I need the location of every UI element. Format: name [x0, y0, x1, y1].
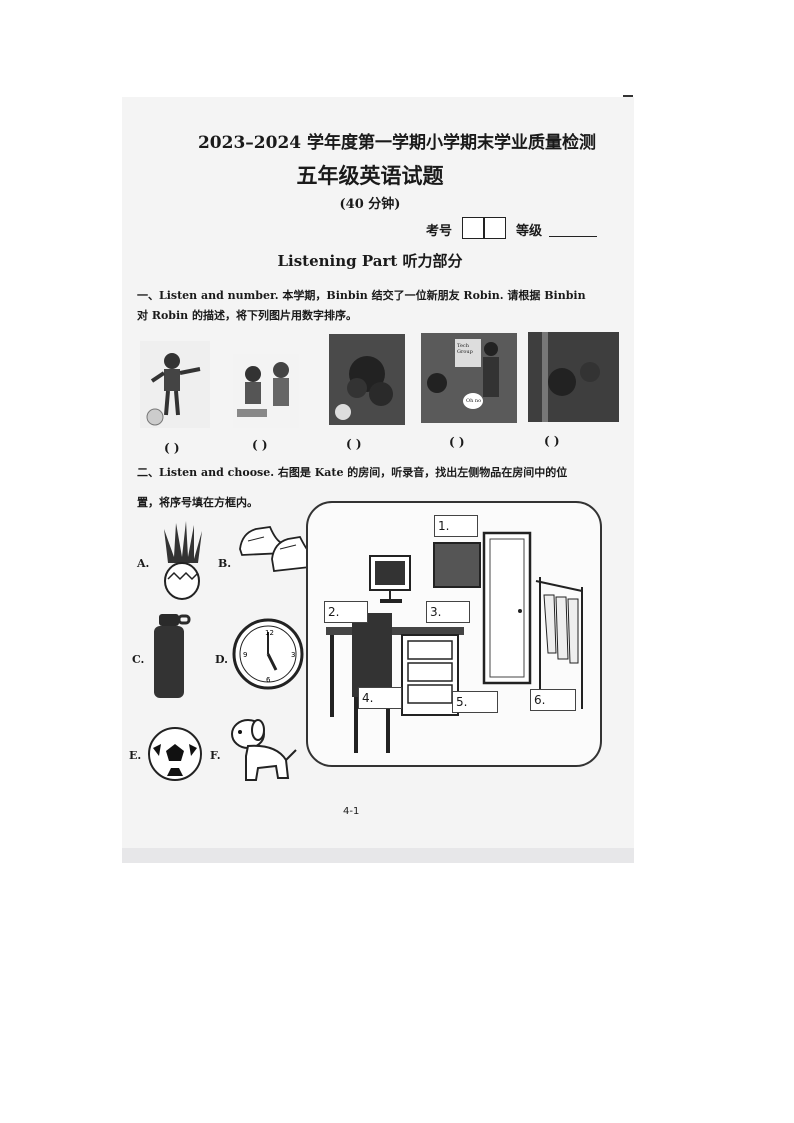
option-c-letter: C.	[132, 653, 145, 666]
answer-paren-5[interactable]: ( )	[544, 434, 560, 448]
answer-paren-1[interactable]: ( )	[164, 441, 180, 455]
question-1-instruction-line-2: 对 Robin 的描述，将下列图片用数字排序。	[137, 309, 358, 322]
option-e-letter: E.	[129, 749, 142, 762]
answer-paren-3[interactable]: ( )	[346, 437, 362, 451]
option-d-letter: D.	[215, 653, 228, 666]
room-label-2[interactable]: 2.	[324, 601, 368, 623]
svg-text:12: 12	[265, 629, 274, 637]
room-illustration	[326, 531, 583, 753]
room-label-6[interactable]: 6.	[530, 689, 576, 711]
speech-bubble: Oh no	[466, 398, 482, 404]
room-label-1[interactable]: 1.	[434, 515, 478, 537]
thermos-bottle-icon	[154, 614, 191, 698]
robot-dark-room-icon	[542, 332, 600, 422]
plant-icon	[164, 521, 202, 600]
option-a-letter: A.	[137, 557, 150, 570]
svg-text:6: 6	[266, 676, 271, 684]
option-b-letter: B.	[218, 557, 232, 570]
exam-number-label: 考号	[426, 224, 453, 239]
exam-duration: (40 分钟)	[339, 197, 401, 212]
clock-icon: 12 3 6 9	[232, 618, 304, 690]
sheet-bottom-edge	[122, 848, 634, 863]
picture-1-robot-dancing	[140, 341, 210, 428]
room-label-3[interactable]: 3.	[426, 601, 470, 623]
grade-label: 等级	[516, 224, 543, 239]
answer-paren-2[interactable]: ( )	[252, 438, 268, 452]
page-number: 4-1	[343, 806, 360, 817]
robot-reading-icon	[237, 362, 289, 417]
toy-dog-icon	[231, 719, 297, 781]
answer-paren-4[interactable]: ( )	[449, 435, 465, 449]
exam-number-box-2[interactable]	[484, 217, 506, 239]
robot-dancing-icon	[146, 353, 201, 426]
kate-room-picture: 1. 2. 3. 4. 5. 6.	[306, 501, 602, 767]
exam-subtitle: 五年级英语试题	[296, 163, 444, 188]
svg-text:9: 9	[243, 651, 247, 659]
room-label-4[interactable]: 4.	[358, 687, 402, 709]
exam-number-box-1[interactable]	[462, 217, 484, 239]
question-2-instruction-line-1: 二、Listen and choose. 右图是 Kate 的房间，听录音，找出…	[137, 466, 568, 479]
question-1-instruction-line-1: 一、Listen and number. 本学期，Binbin 结交了一位新朋友…	[137, 289, 586, 302]
section-title: Listening Part 听力部分	[277, 252, 463, 270]
robot-tech-group-icon	[427, 339, 499, 409]
sneakers-icon	[239, 526, 311, 572]
tech-group-sign: Tech Group	[457, 343, 473, 355]
robot-closeup-icon	[335, 356, 393, 420]
soccer-ball-icon	[148, 727, 202, 781]
exam-title: 2023–2024 学年度第一学期小学期末学业质量检测	[197, 133, 597, 153]
question-2-instruction-line-2: 置，将序号填在方框内。	[137, 496, 258, 509]
picture-4-robot-tech-group: Tech Group Oh no	[421, 333, 517, 423]
picture-3-robot-closeup	[329, 334, 405, 425]
grade-blank[interactable]	[549, 236, 597, 237]
option-f-letter: F.	[210, 749, 221, 762]
corner-mark	[623, 95, 633, 97]
picture-5-robot-dark-room	[528, 332, 619, 422]
picture-2-robot-reading	[233, 354, 299, 428]
svg-text:3: 3	[291, 651, 295, 659]
room-label-5[interactable]: 5.	[452, 691, 498, 713]
